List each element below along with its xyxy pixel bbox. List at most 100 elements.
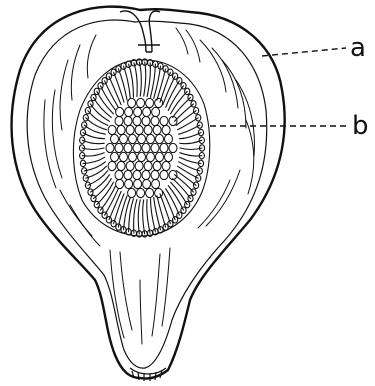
core-cell	[143, 107, 151, 116]
core-cell	[142, 116, 150, 125]
floret-spoke	[82, 148, 104, 150]
floret-spoke	[143, 200, 145, 234]
callout-label-b: b	[352, 111, 369, 141]
callout-line-a	[262, 48, 346, 56]
flower-cluster-core	[106, 98, 177, 197]
floret-spoke	[144, 62, 146, 96]
ostiole	[120, 11, 160, 52]
core-cell	[146, 188, 154, 197]
core-cell	[126, 125, 134, 134]
core-cell	[142, 143, 150, 152]
core-cell	[115, 143, 123, 152]
floret-spoke	[82, 153, 104, 156]
core-cell	[156, 134, 164, 143]
core-cell	[153, 125, 161, 134]
core-cell	[137, 188, 145, 197]
floret-spoke	[134, 63, 137, 97]
floret-spoke	[180, 153, 202, 156]
core-cell	[135, 125, 143, 134]
core-cell	[160, 116, 168, 125]
core-cell	[134, 107, 142, 116]
core-cell	[125, 179, 133, 188]
floret-spoke	[157, 69, 166, 100]
floret-spoke	[147, 63, 150, 97]
core-cell	[135, 161, 143, 170]
core-cell	[120, 134, 128, 143]
core-cell	[155, 188, 163, 197]
core-cell	[160, 170, 168, 179]
core-cell	[165, 134, 173, 143]
core-cell	[153, 161, 161, 170]
core-cell	[160, 143, 168, 152]
floret-spoke	[151, 64, 156, 97]
core-cell	[125, 107, 133, 116]
floret-spoke	[180, 148, 202, 150]
core-cell	[162, 125, 170, 134]
core-cell	[138, 152, 146, 161]
flesh-hatching	[44, 28, 255, 344]
core-cell	[134, 179, 142, 188]
core-cell	[152, 107, 160, 116]
core-cell	[128, 188, 136, 197]
core-cell	[169, 143, 177, 152]
callout-label-a: a	[350, 33, 366, 63]
core-cell	[133, 170, 141, 179]
core-cell	[156, 152, 164, 161]
core-cell	[144, 125, 152, 134]
core-cell	[146, 98, 154, 107]
core-cell	[138, 134, 146, 143]
core-cell	[151, 170, 159, 179]
core-cell	[108, 161, 116, 170]
floret-spoke	[109, 76, 121, 104]
core-cell	[142, 170, 150, 179]
core-cell	[116, 107, 124, 116]
core-cell	[133, 116, 141, 125]
core-cell	[120, 152, 128, 161]
floret-spoke	[138, 200, 140, 234]
core-cell	[124, 143, 132, 152]
floret-spoke	[83, 157, 105, 163]
core-cell	[129, 152, 137, 161]
core-cell	[165, 152, 173, 161]
floret-spoke	[82, 140, 104, 143]
floret-spoke	[179, 125, 200, 134]
core-cell	[116, 179, 124, 188]
core-cell	[133, 143, 141, 152]
floret-spoke	[154, 198, 161, 230]
core-cell	[117, 161, 125, 170]
core-cell	[151, 143, 159, 152]
core-cell	[106, 143, 114, 152]
core-cell	[115, 116, 123, 125]
floret-spoke	[129, 199, 134, 232]
core-cell	[151, 116, 159, 125]
floret-spoke	[179, 157, 201, 163]
core-cell	[137, 98, 145, 107]
floret-spoke	[139, 62, 141, 96]
core-cell	[147, 152, 155, 161]
floret-spoke	[147, 200, 150, 234]
core-cell	[124, 170, 132, 179]
core-cell	[155, 98, 163, 107]
core-cell	[152, 179, 160, 188]
core-cell	[117, 125, 125, 134]
floret-spoke	[124, 66, 131, 98]
floret-spoke	[176, 111, 196, 126]
floret-spoke	[91, 175, 110, 192]
floret-spoke	[84, 125, 105, 134]
core-cell	[108, 125, 116, 134]
floret-spoke	[175, 104, 194, 121]
core-cell	[162, 161, 170, 170]
core-cell	[115, 170, 123, 179]
floret-spoke	[180, 140, 202, 143]
core-cell	[111, 152, 119, 161]
floret-spoke	[160, 194, 170, 224]
core-cell	[128, 98, 136, 107]
floret-spoke	[178, 166, 199, 178]
core-cell	[124, 116, 132, 125]
core-cell	[143, 179, 151, 188]
fruit-outline	[12, 7, 285, 379]
core-cell	[144, 161, 152, 170]
floret-spoke	[114, 72, 124, 102]
core-cell	[147, 134, 155, 143]
